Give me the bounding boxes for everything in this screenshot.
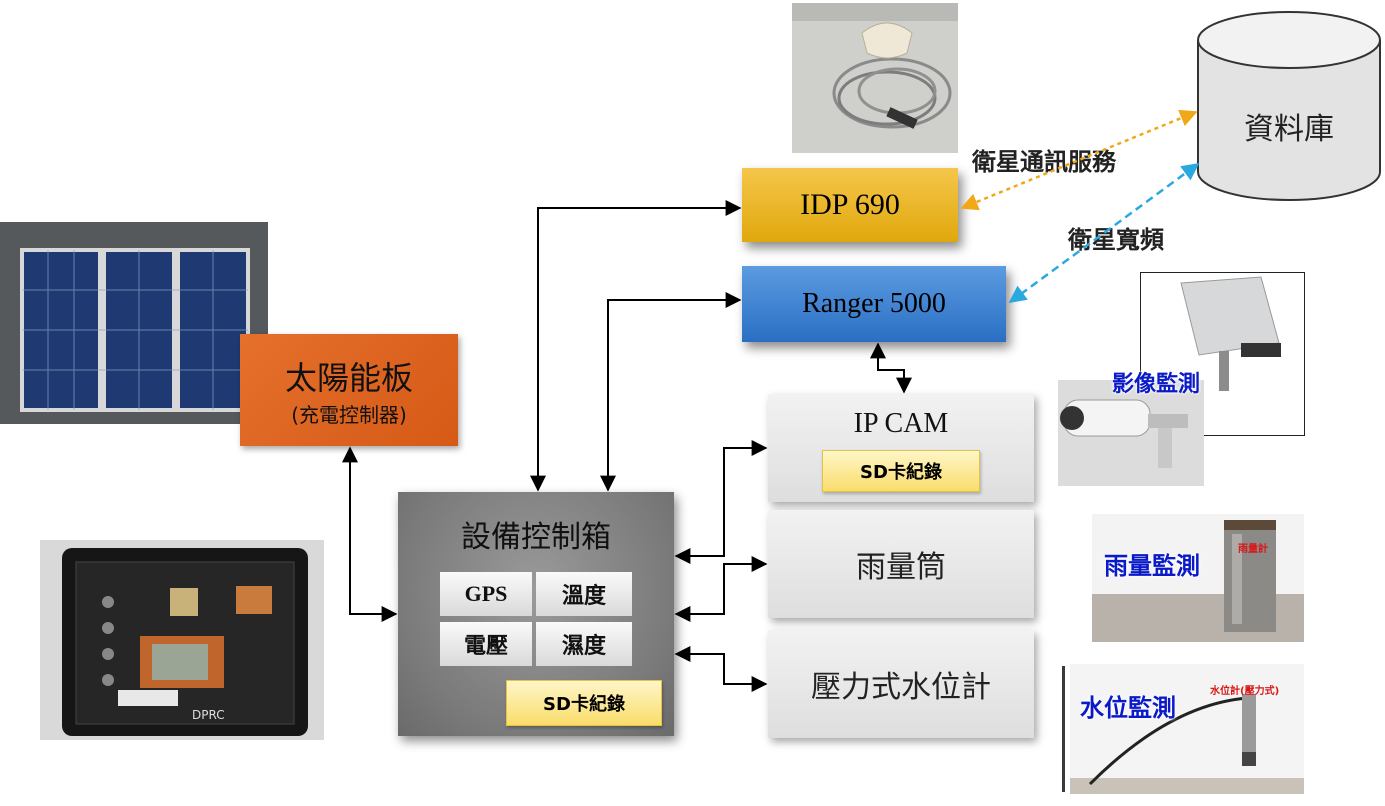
arrow-controller-ranger xyxy=(600,292,742,492)
ip-cam-box: IP CAM SD卡紀錄 xyxy=(768,394,1034,502)
database-label: 資料庫 xyxy=(1244,112,1334,147)
arrow-controller-rain xyxy=(674,556,768,622)
rain-monitor-label: 雨量監測 xyxy=(1104,552,1200,580)
rain-photo-tag: 雨量計 xyxy=(1238,544,1268,555)
solar-panel-box: 太陽能板 (充電控制器) xyxy=(240,334,458,446)
voltage-cell: 電壓 xyxy=(440,622,532,666)
idp-690-box: IDP 690 xyxy=(742,168,958,242)
solar-panel-photo xyxy=(0,222,268,424)
database-cylinder xyxy=(1197,11,1381,201)
arrow-controller-water xyxy=(674,646,768,692)
camera-drawing xyxy=(1058,380,1204,486)
solar-panel-label: 太陽能板 xyxy=(284,358,413,397)
arrow-controller-ipcam xyxy=(674,440,768,564)
temperature-cell: 溫度 xyxy=(536,572,632,616)
humidity-cell: 濕度 xyxy=(536,622,632,666)
controller-sd-badge: SD卡紀錄 xyxy=(506,680,662,726)
controller-photo-label: DPRC xyxy=(192,708,225,722)
radio-antenna-drawing xyxy=(1141,273,1304,435)
arrow-solar-controller xyxy=(342,446,398,622)
image-monitor-label: 影像監測 xyxy=(1112,372,1201,397)
ranger-5000-box: Ranger 5000 xyxy=(742,266,1006,342)
water-level-box: 壓力式水位計 xyxy=(768,630,1034,738)
ip-cam-sd-badge: SD卡紀錄 xyxy=(822,450,980,492)
gps-cell: GPS xyxy=(440,572,532,616)
image-monitor-photo xyxy=(1140,272,1305,436)
controller-photo: DPRC xyxy=(40,540,324,740)
water-level-label: 壓力式水位計 xyxy=(811,670,991,705)
arrow-controller-idp xyxy=(530,200,742,492)
antenna-photo xyxy=(792,3,958,153)
ip-cam-label: IP CAM xyxy=(853,408,949,439)
solar-panel-sublabel: (充電控制器) xyxy=(291,402,407,427)
arrow-ranger-ipcam xyxy=(870,342,912,394)
controller-title: 設備控制箱 xyxy=(461,520,611,555)
antenna-cable-drawing xyxy=(792,3,958,153)
arrow-idp-database xyxy=(960,109,1198,211)
rain-gauge-drawing xyxy=(1092,514,1304,642)
water-photo-tag: 水位計(壓力式) xyxy=(1210,686,1280,697)
rain-gauge-photo xyxy=(1092,514,1304,642)
ranger-5000-label: Ranger 5000 xyxy=(802,288,946,319)
arrow-ranger-database xyxy=(1008,162,1200,304)
solar-panel-drawing xyxy=(0,222,268,424)
camera-photo xyxy=(1058,380,1204,486)
water-monitor-label: 水位監測 xyxy=(1080,694,1176,722)
equipment-controller-box: 設備控制箱 GPS 溫度 電壓 濕度 SD卡紀錄 xyxy=(398,492,674,736)
water-level-photo xyxy=(1070,664,1304,794)
rain-gauge-box: 雨量筒 xyxy=(768,510,1034,618)
idp-690-label: IDP 690 xyxy=(800,188,900,221)
controller-case-drawing xyxy=(40,540,324,740)
water-photo-divider xyxy=(1062,666,1065,792)
rain-gauge-label: 雨量筒 xyxy=(856,550,946,585)
water-level-drawing xyxy=(1070,664,1304,794)
